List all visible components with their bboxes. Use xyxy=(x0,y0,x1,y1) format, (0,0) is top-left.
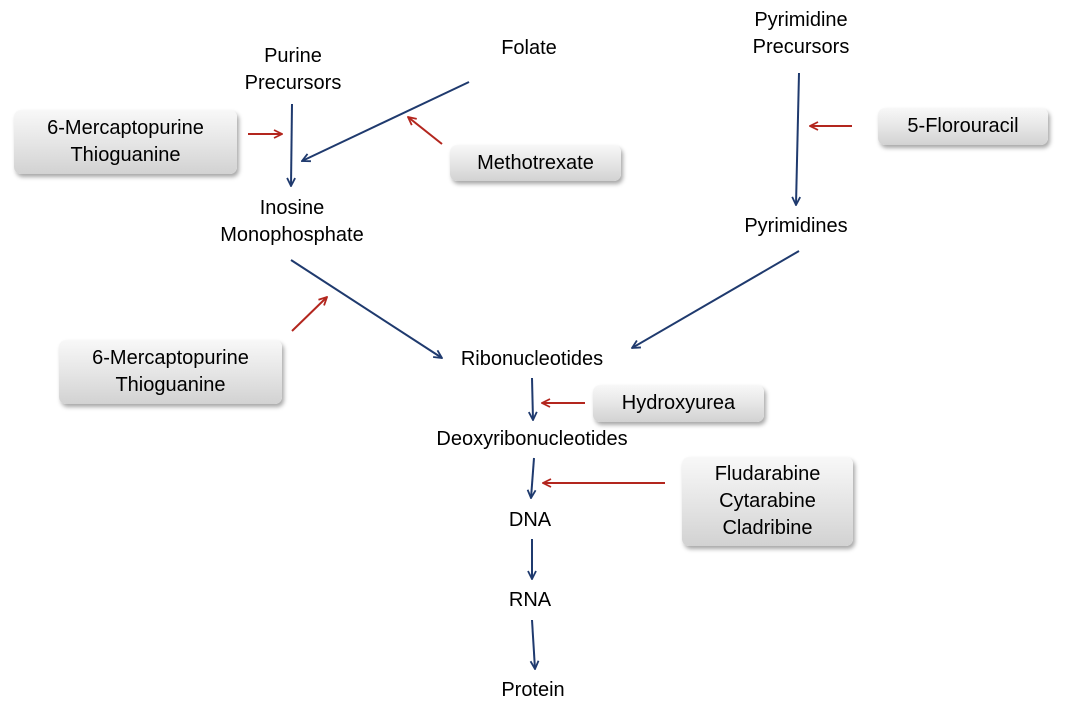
arrow-folate-to-purine-path xyxy=(302,81,470,161)
drug-box-mp-top: 6-Mercaptopurine Thioguanine xyxy=(14,110,237,174)
arrow-imp-to-ribonucleotides xyxy=(290,259,442,358)
drug-fluorouracil-label: 5-Florouracil xyxy=(907,115,1019,137)
node-purine-precursors: Purine Precursors xyxy=(245,43,342,97)
node-purine-precursors-line1: Purine xyxy=(264,45,322,67)
node-pyrimidines: Pyrimidines xyxy=(744,215,848,237)
drug-box-methotrexate: Methotrexate xyxy=(450,145,621,181)
arrow-rna-to-protein xyxy=(532,619,535,669)
drug-cytarabine-label: Cytarabine xyxy=(719,490,816,512)
node-inosine-line1: Inosine xyxy=(259,197,325,219)
node-pyrimidine-precursors: Pyrimidine Precursors xyxy=(753,7,850,61)
drug-cladribine-label: Cladribine xyxy=(722,517,813,539)
drug-fludarabine-label: Fludarabine xyxy=(714,463,821,485)
node-pyrimidine-precursors-line1: Pyrimidine xyxy=(754,9,848,31)
drug-box-nucleoside-analogs: Fludarabine Cytarabine Cladribine xyxy=(682,457,853,546)
pathway-arrows xyxy=(290,72,800,669)
inhibitor-arrows xyxy=(248,117,852,483)
node-deoxyribonucleotides: Deoxyribonucleotides xyxy=(436,428,628,450)
inhibit-methotrexate xyxy=(408,117,443,145)
node-inosine-line2: Monophosphate xyxy=(220,224,364,246)
node-ribonucleotides: Ribonucleotides xyxy=(460,348,604,370)
drug-mp-top-line1: 6-Mercaptopurine xyxy=(47,117,204,139)
node-rna: RNA xyxy=(508,589,552,611)
node-protein: Protein xyxy=(501,679,565,701)
arrow-purine-to-imp xyxy=(291,103,292,186)
node-folate: Folate xyxy=(501,37,557,59)
node-pyrimidine-precursors-line2: Precursors xyxy=(752,36,850,58)
arrow-pyrimidines-to-ribonucleotides xyxy=(632,250,800,348)
drug-box-hydroxyurea: Hydroxyurea xyxy=(593,385,764,422)
drug-mp-top-line2: Thioguanine xyxy=(70,144,181,166)
arrow-ribo-to-deoxyribo xyxy=(532,377,533,420)
drug-methotrexate-label: Methotrexate xyxy=(477,151,594,174)
inhibit-mp-bottom xyxy=(291,297,327,332)
arrow-deoxyribo-to-dna xyxy=(531,457,534,498)
drug-mp-bottom-line1: 6-Mercaptopurine xyxy=(92,347,249,369)
drug-box-fluorouracil: 5-Florouracil xyxy=(878,108,1048,145)
drug-hydroxyurea-label: Hydroxyurea xyxy=(621,392,736,414)
arrow-pyrimidine-precursors-to-pyrimidines xyxy=(796,72,799,205)
node-inosine-monophosphate: Inosine Monophosphate xyxy=(220,195,363,249)
node-purine-precursors-line2: Precursors xyxy=(244,72,342,94)
drug-mp-bottom-line2: Thioguanine xyxy=(115,374,226,396)
node-dna: DNA xyxy=(508,509,552,531)
drug-box-mp-bottom: 6-Mercaptopurine Thioguanine xyxy=(59,340,282,404)
